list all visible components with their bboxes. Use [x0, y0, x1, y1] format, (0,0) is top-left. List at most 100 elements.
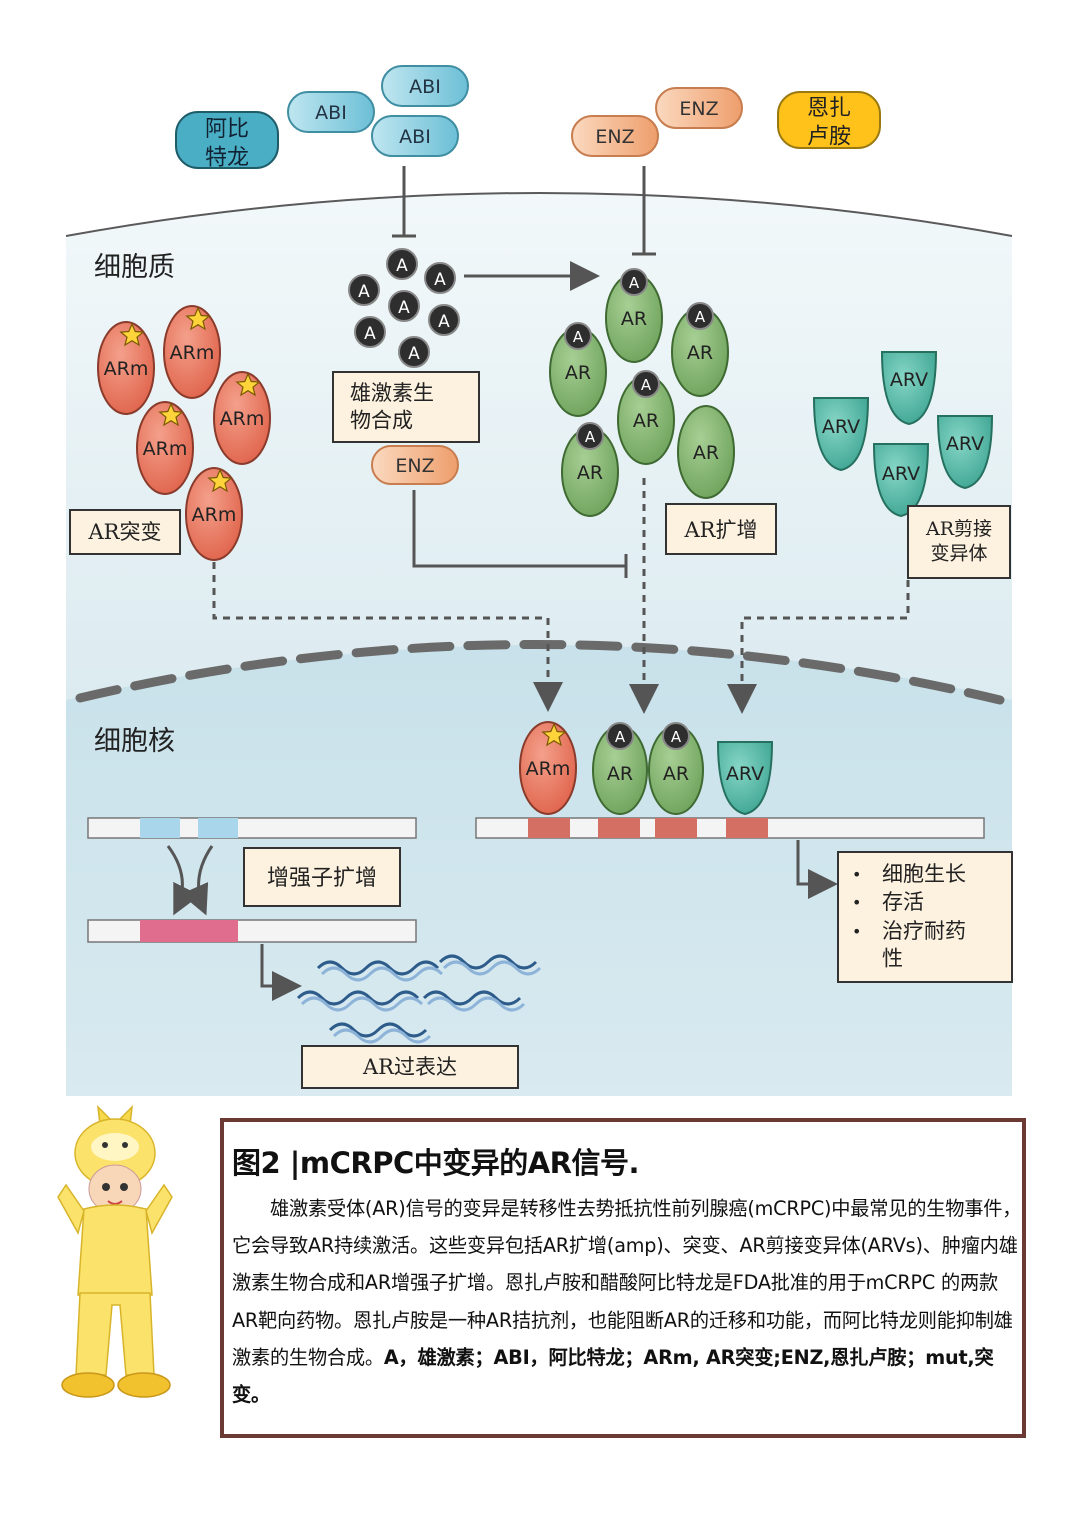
androgen-molecule: A [388, 290, 420, 322]
outcome-item: 细胞生长 [882, 862, 966, 886]
outcome-bullet: • [852, 922, 861, 941]
bound-androgen [576, 422, 604, 450]
mutation-star-icon [119, 322, 145, 347]
ar-amplification-label: AR扩增 [684, 518, 758, 542]
arm-label: ARm [220, 408, 265, 430]
mrna-wave [328, 1022, 428, 1038]
ar-receptor: ARA [671, 302, 729, 397]
androgen-molecule: A [386, 248, 418, 280]
ar-receptor: AR A [605, 268, 663, 363]
enz-label-1: ENZ [679, 98, 718, 120]
cytoplasm-region [66, 193, 1012, 700]
androgen-label: A [629, 274, 640, 292]
caption-legend: A，雄激素；ABI，阿比特龙；ARm, AR突变;ENZ,恩扎卢胺；mut,突变… [232, 1345, 994, 1407]
androgen-label: A [615, 728, 626, 746]
caption-box: 图2 |mCRPC中变异的AR信号. 雄激素受体(AR)信号的变异是转移性去势抵… [220, 1118, 1026, 1438]
enzalutamide-drug: 恩扎卢胺 [777, 91, 881, 150]
androgen-label: A [396, 256, 408, 276]
outcome-bullet: • [852, 865, 861, 884]
bound-androgen [686, 302, 714, 330]
nucleus-label: 细胞核 [94, 726, 175, 757]
dna-strand-left-top [87, 817, 417, 839]
mrna-transcripts [296, 954, 542, 1044]
androgen-label: A [358, 282, 370, 302]
arm-label: ARm [143, 438, 188, 460]
ar-receptor: AR A [648, 722, 704, 815]
androgen-molecule: A [424, 262, 456, 294]
androgen-label: A [398, 298, 410, 318]
arv-label: ARV [726, 763, 764, 785]
enz-pill-1: ENZ [655, 87, 743, 129]
enz-nuclear-inhibition [412, 490, 628, 578]
androgen-label: A [671, 728, 682, 746]
mrna-wave [296, 990, 420, 1006]
ar-receptor: ARA [561, 422, 619, 517]
translocation-arrows [212, 478, 910, 714]
ar-receptor: AR A [592, 722, 648, 815]
nucleus-region [66, 645, 1012, 1096]
biosynthesis-box: 雄激素生物合成 [332, 371, 480, 443]
arm-receptor: ARm [185, 467, 243, 561]
mrna-wave [442, 960, 542, 976]
arm-receptor: ARm [163, 305, 221, 399]
bound-androgen [620, 268, 648, 296]
arv-receptor: ARV [880, 351, 938, 426]
arv-label: ARV [890, 369, 928, 391]
ar-amplified-cluster: ARA ARA ARA ARA ARA AR [549, 268, 735, 517]
arv-receptor: ARV [936, 415, 994, 490]
arv-label: ARV [822, 416, 860, 438]
androgen-label: A [573, 328, 584, 346]
nuclear-receptors: ARm AR A AR A ARV [519, 721, 774, 816]
arv-receptor: ARV [872, 443, 930, 518]
ar-label: AR [565, 362, 591, 384]
androgen-label: A [585, 428, 596, 446]
outcome-item: 治疗耐药性 [882, 919, 966, 970]
mutation-star-icon [235, 372, 261, 397]
androgen-molecule: A [428, 304, 460, 336]
bound-androgen [606, 722, 634, 750]
mutation-star-icon [207, 468, 233, 493]
arm-label: ARm [104, 358, 149, 380]
arv-receptor: ARV [716, 741, 774, 816]
enz-label-2: ENZ [595, 126, 634, 148]
mrna-wave [320, 966, 444, 982]
ar-mutation-label: AR突变 [88, 520, 162, 544]
arm-label: ARm [526, 758, 571, 780]
abi-label-3: ABI [399, 126, 431, 148]
ar-receptor: AR [677, 405, 735, 499]
ar-label: AR [607, 763, 633, 785]
mrna-wave [316, 960, 440, 976]
arm-label: ARm [192, 504, 237, 526]
androgen-cluster: A A A A A A A [348, 248, 460, 368]
ar-label: AR [621, 308, 647, 330]
bound-androgen [662, 722, 690, 750]
cell-membrane [65, 192, 1013, 237]
ar-signaling-diagram: 细胞质 细胞核 阿比特龙 ABI ABI ABI ENZ ENZ 恩扎卢胺 A [65, 65, 1013, 1096]
abi-pill-2: ABI [381, 65, 469, 107]
mutation-star-icon [541, 722, 567, 747]
androgen-label: A [438, 312, 450, 332]
arv-label: ARV [882, 463, 920, 485]
ar-label: AR [633, 410, 659, 432]
ar-receptor: AR A [549, 322, 607, 417]
abiraterone-label: 阿比特龙 [205, 117, 249, 171]
outcomes-box: • 细胞生长 • 存活 • 治疗耐药性 [837, 851, 1013, 983]
enhancer-amplification-label: 增强子扩增 [267, 866, 377, 891]
mascot-illustration [57, 1105, 173, 1398]
enzalutamide-label: 恩扎卢胺 [807, 96, 851, 150]
androgen-label: A [695, 308, 706, 326]
bound-androgen [632, 370, 660, 398]
androgen-label: A [434, 270, 446, 290]
abi-inhibition [392, 166, 416, 238]
enz-inhibition [632, 166, 656, 256]
caption-title: 图2 |mCRPC中变异的AR信号. [232, 1146, 640, 1180]
ar-amplification-box: AR扩增 [665, 503, 777, 555]
ar-label: AR [663, 763, 689, 785]
mrna-wave [426, 996, 526, 1012]
ar-label: AR [693, 442, 719, 464]
ar-overexpression-box: AR过表达 [301, 1045, 519, 1089]
enz-label-3: ENZ [395, 455, 434, 477]
arm-cluster: ARm ARm ARm ARm ARm [97, 305, 271, 561]
cytoplasm-label: 细胞质 [94, 252, 175, 283]
arv-receptor: ARV [812, 397, 870, 472]
